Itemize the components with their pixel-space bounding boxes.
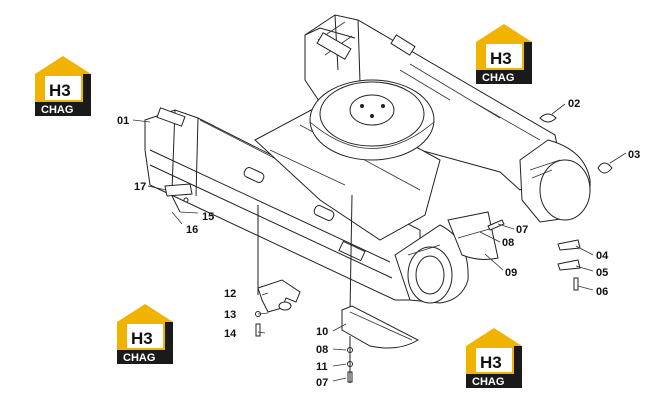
callout-06: 06 [596, 286, 608, 298]
callout-05: 05 [596, 267, 608, 279]
logo-word: CHAG [41, 104, 73, 116]
callout-15: 15 [202, 211, 214, 223]
undercarriage-frame [144, 14, 613, 383]
logo-word: CHAG [472, 376, 504, 388]
callout-04: 04 [596, 250, 609, 262]
leader-lines [132, 103, 627, 382]
callout-01: 01 [117, 115, 129, 127]
logo-mark: H3 [49, 81, 71, 100]
callout-08-bottom: 08 [316, 344, 328, 356]
callout-13: 13 [224, 309, 236, 321]
callout-16: 16 [186, 224, 198, 236]
callout-07-bottom: 07 [316, 377, 328, 389]
callout-07-right: 07 [516, 224, 528, 236]
callout-17: 17 [134, 181, 146, 193]
callout-03: 03 [628, 149, 640, 161]
logo-mark: H3 [490, 49, 512, 68]
callout-labels: 01 02 03 04 05 06 07 08 09 10 08 11 07 1… [117, 98, 640, 389]
brand-logo-top-right: H3 CHAG [476, 24, 532, 84]
logo-word: CHAG [123, 352, 155, 364]
callout-12: 12 [224, 288, 236, 300]
brand-logo-top-left: H3 CHAG [35, 56, 91, 116]
callout-10: 10 [316, 326, 328, 338]
brand-logo-bottom-left: H3 CHAG [117, 304, 173, 364]
callout-02: 02 [568, 98, 580, 110]
brand-logo-bottom-right: H3 CHAG [466, 328, 522, 388]
logo-mark: H3 [131, 329, 153, 348]
callout-09: 09 [505, 267, 517, 279]
callout-11: 11 [316, 361, 328, 373]
logo-word: CHAG [482, 72, 514, 84]
logo-mark: H3 [480, 353, 502, 372]
callout-08-right: 08 [502, 237, 514, 249]
callout-14: 14 [224, 328, 237, 340]
